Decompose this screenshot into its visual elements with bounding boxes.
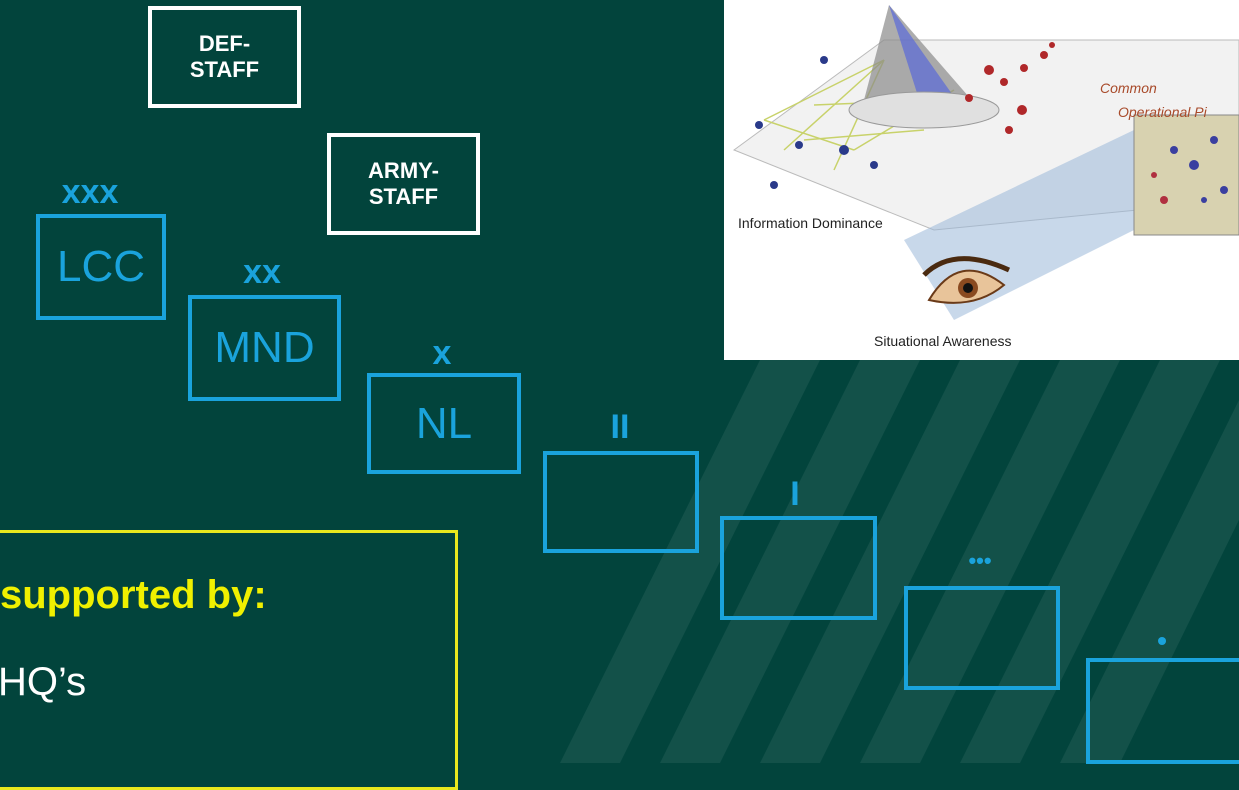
echelon-symbol-battalion: II bbox=[610, 408, 630, 446]
echelon-symbol-x: x bbox=[432, 334, 452, 372]
support-title: supported by: bbox=[0, 573, 267, 617]
echelon-symbol-platoon: ••• bbox=[968, 548, 992, 573]
unit-box-mnd: MND bbox=[188, 295, 341, 401]
label-common: Common bbox=[1100, 80, 1157, 96]
unit-box-squad bbox=[1086, 658, 1239, 764]
illustration-graphic bbox=[732, 5, 1239, 320]
unit-box-nl: NL bbox=[367, 373, 521, 474]
unit-label-nl: NL bbox=[415, 398, 473, 448]
label-situational-awareness: Situational Awareness bbox=[874, 333, 1012, 349]
label-cop: Operational Pi bbox=[1118, 104, 1207, 120]
echelon-symbol-xx: xx bbox=[243, 253, 281, 291]
def-staff-label: DEF- STAFF bbox=[189, 31, 260, 82]
background-stripes bbox=[560, 360, 1239, 763]
unit-label-mnd: MND bbox=[214, 323, 315, 372]
unit-box-lcc: LCC bbox=[36, 214, 166, 320]
label-information-dominance: Information Dominance bbox=[738, 215, 883, 231]
army-staff-box: ARMY- STAFF bbox=[327, 133, 480, 235]
unit-box-company bbox=[720, 516, 877, 620]
situational-awareness-illustration: Common Operational Pi Information Domina… bbox=[724, 0, 1239, 360]
unit-box-battalion bbox=[543, 451, 699, 553]
echelon-symbol-squad: • bbox=[1157, 625, 1167, 656]
unit-label-lcc: LCC bbox=[56, 242, 146, 291]
def-staff-box: DEF- STAFF bbox=[148, 6, 301, 108]
echelon-symbol-xxx: xxx bbox=[61, 173, 119, 211]
unit-box-platoon bbox=[904, 586, 1060, 690]
echelon-symbol-company: I bbox=[790, 475, 800, 513]
army-staff-label: ARMY- STAFF bbox=[368, 158, 439, 209]
support-item: HQ’s bbox=[0, 660, 87, 704]
